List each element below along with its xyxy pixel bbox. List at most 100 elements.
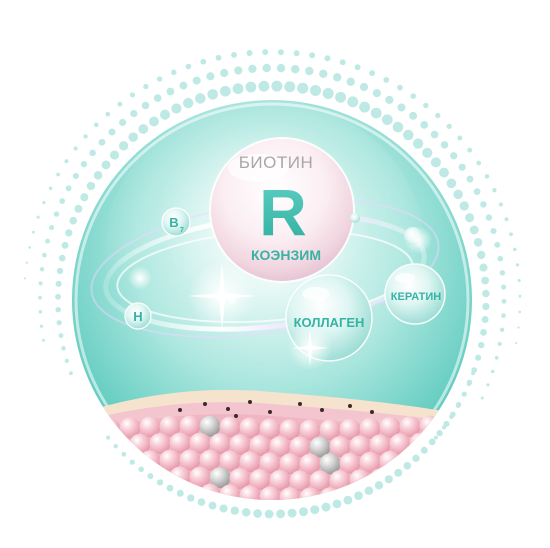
halo-dot — [435, 112, 441, 119]
halo-dot — [86, 181, 96, 191]
skin-cell — [330, 504, 351, 525]
skin-cell — [99, 452, 121, 474]
halo-dot — [61, 241, 69, 249]
halo-dot — [473, 188, 481, 195]
halo-dot — [98, 138, 106, 146]
halo-dot — [171, 69, 177, 76]
halo-dot — [497, 255, 504, 262]
halo-dot — [482, 289, 490, 298]
halo-dot — [129, 92, 136, 98]
halo-dot — [38, 310, 43, 314]
halo-dot — [384, 475, 393, 484]
halo-dot — [179, 81, 188, 90]
skin-cell — [409, 466, 431, 488]
halo-dot — [232, 83, 244, 95]
skin-cell — [219, 450, 241, 472]
skin-cell — [219, 416, 241, 438]
halo-dot — [490, 369, 495, 374]
halo-dot — [392, 121, 404, 133]
halo-dot — [23, 277, 26, 280]
halo-dot — [476, 160, 482, 166]
skin-cell — [399, 484, 421, 500]
skin-cell — [370, 502, 391, 523]
halo-dot — [422, 147, 433, 158]
halo-dot — [453, 189, 463, 200]
skin-cell — [239, 417, 261, 439]
skin-cell — [139, 416, 161, 438]
skin-cell — [72, 436, 91, 458]
halo-dot — [156, 479, 164, 486]
halo-dot — [159, 109, 171, 120]
skin-cell — [439, 449, 461, 471]
halo-dot — [359, 101, 371, 113]
halo-dot — [498, 202, 503, 207]
skin-cell — [109, 434, 131, 456]
halo-dot — [49, 225, 55, 231]
halo-dot — [141, 101, 150, 110]
skin-cell — [159, 449, 181, 471]
halo-dot — [138, 466, 144, 473]
halo-dot — [195, 93, 206, 104]
skin-cell — [299, 487, 321, 500]
halo-dot — [185, 63, 192, 70]
halo-dot — [287, 508, 297, 518]
halo-dot — [364, 486, 374, 496]
skin-cell — [150, 501, 171, 522]
skin-cell — [119, 417, 141, 439]
keratin-label: КЕРАТИН — [391, 291, 441, 303]
skin-cell — [229, 467, 251, 489]
halo-dot — [262, 49, 269, 56]
halo-dot — [456, 401, 462, 408]
halo-dot — [105, 111, 111, 117]
skin-cell — [319, 419, 341, 441]
halo-dot — [494, 241, 501, 248]
skin-cell — [219, 484, 241, 500]
skin-cell — [110, 503, 131, 524]
halo-dot — [147, 473, 154, 480]
skin-cell — [299, 453, 321, 475]
halo-dot — [321, 502, 331, 512]
halo-dot — [219, 504, 228, 513]
halo-dot — [492, 188, 497, 193]
b7-label: B — [169, 215, 178, 230]
halo-dot — [65, 229, 73, 237]
biotin-sphere: БИОТИН R КОЭНЗИМ — [209, 137, 355, 283]
halo-dot — [501, 284, 507, 290]
halo-dot — [412, 138, 424, 149]
halo-dot — [409, 111, 418, 120]
halo-dot — [397, 84, 403, 91]
halo-dot — [297, 82, 309, 94]
skin-cell — [249, 434, 271, 456]
halo-dot — [230, 506, 239, 515]
halo-dot — [420, 121, 429, 129]
skin-cell — [379, 450, 401, 472]
halo-dot — [412, 454, 420, 462]
halo-dot — [183, 97, 194, 109]
halo-dot — [143, 83, 149, 90]
halo-dot — [433, 435, 438, 440]
skin-speck — [226, 407, 230, 411]
halo-dot — [443, 420, 450, 427]
skin-cell — [319, 453, 341, 475]
halo-dot — [197, 498, 206, 506]
halo-dot — [450, 152, 458, 160]
halo-dot — [64, 358, 69, 363]
halo-dot — [515, 342, 518, 345]
halo-dot — [477, 250, 486, 260]
halo-dot — [461, 391, 467, 397]
halo-dot — [56, 320, 62, 326]
halo-dot — [206, 72, 215, 81]
skin-speck — [268, 410, 272, 414]
skin-cell — [279, 419, 301, 441]
halo-dot — [74, 204, 83, 213]
skin-speck — [234, 414, 238, 418]
halo-dot — [200, 58, 207, 65]
halo-dot — [343, 495, 353, 505]
halo-dot — [485, 214, 493, 221]
skin-cell — [170, 501, 191, 522]
skin-cell — [449, 466, 471, 488]
skin-cell — [79, 419, 101, 441]
halo-dot — [130, 109, 138, 118]
skin-cell — [89, 469, 111, 491]
halo-dot — [430, 130, 439, 139]
